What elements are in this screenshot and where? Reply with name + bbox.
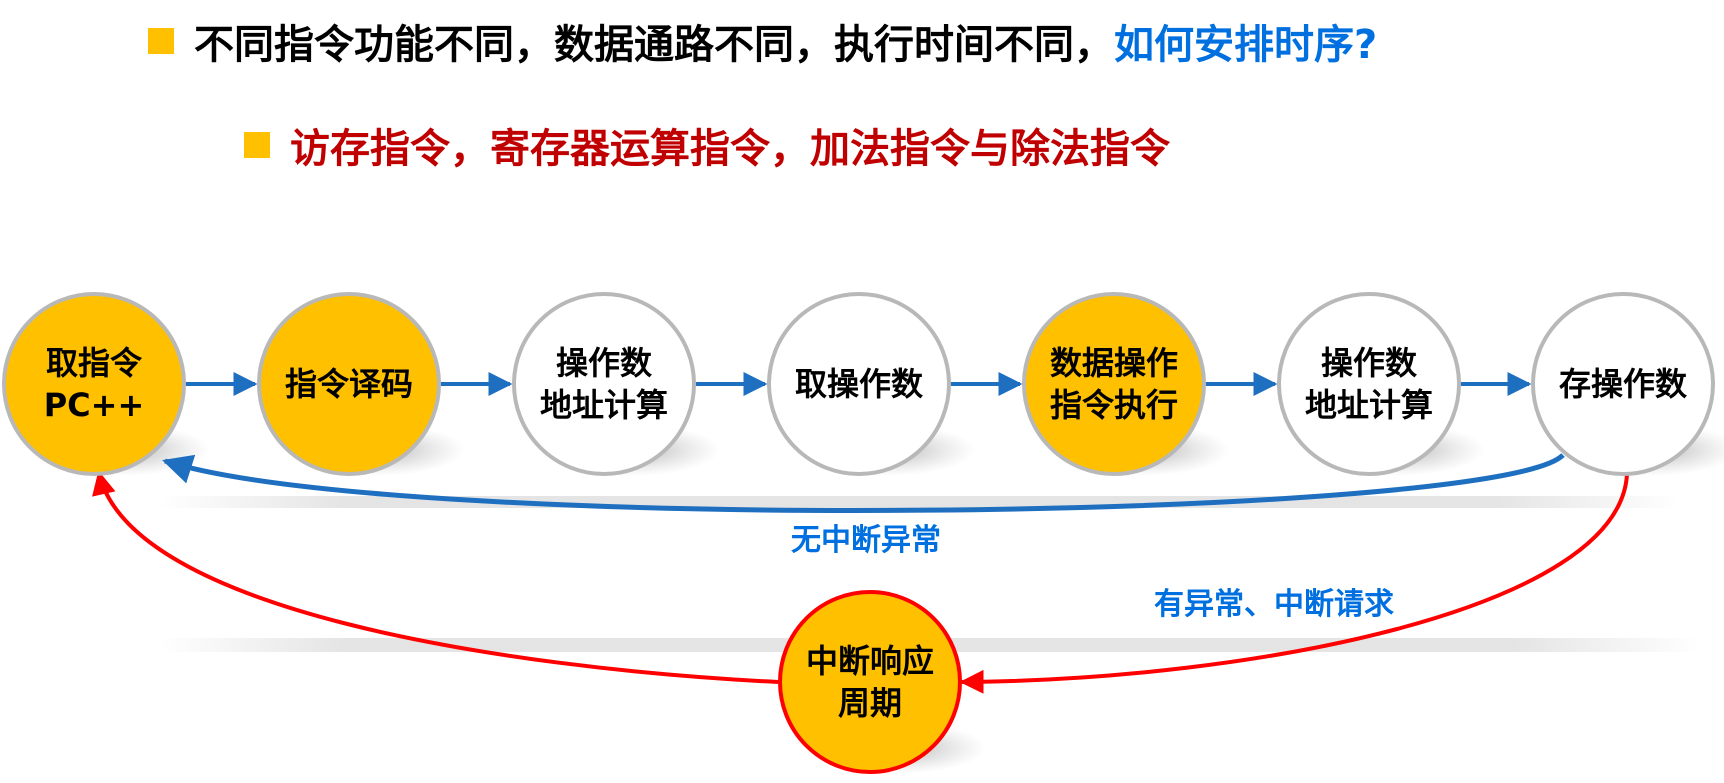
node-circle — [512, 292, 696, 476]
node-label-line: 存操作数 — [1559, 365, 1688, 403]
node-label-line: 操作数 — [1321, 344, 1418, 382]
heading-line-1: 不同指令功能不同，数据通路不同，执行时间不同，如何安排时序? — [148, 12, 1377, 70]
node-label-line: 数据操作 — [1050, 344, 1178, 382]
node-circle — [1022, 292, 1206, 476]
node-label-line: 地址计算 — [540, 386, 668, 424]
heading-line-2-text: 访存指令，寄存器运算指令，加法指令与除法指令 — [290, 126, 1170, 172]
node-label-line: 地址计算 — [1305, 386, 1433, 424]
interrupt-request-arrow — [959, 473, 1629, 694]
node-decode: 指令译码 — [257, 292, 441, 476]
heading-line-1-highlight: 如何安排时序? — [1114, 22, 1378, 68]
heading-line-2: 访存指令，寄存器运算指令，加法指令与除法指令 — [244, 116, 1170, 174]
interrupt-request-label: 有异常、中断请求 — [1154, 587, 1394, 622]
bullet-square-icon — [244, 132, 270, 158]
node-circle — [257, 292, 441, 476]
heading-line-1-text: 不同指令功能不同，数据通路不同，执行时间不同， — [194, 22, 1114, 68]
no-interrupt-label: 无中断异常 — [791, 523, 941, 558]
node-label-line: 操作数 — [556, 344, 653, 382]
node-store: 存操作数 — [1531, 292, 1715, 476]
no-interrupt-return-arrow — [162, 453, 1565, 513]
node-fetch: 取指令 PC++ — [2, 292, 186, 476]
node-fetch-operand: 取操作数 — [767, 292, 951, 476]
node-circle — [2, 292, 186, 476]
node-circle — [778, 590, 962, 774]
node-circle — [1531, 292, 1715, 476]
node-circle — [1277, 292, 1461, 476]
node-circle — [767, 292, 951, 476]
floor-shadow-upper — [160, 496, 1680, 508]
node-label-line: 周期 — [838, 684, 902, 722]
node-label-line: PC++ — [44, 386, 145, 424]
node-label-line: 指令译码 — [285, 365, 413, 403]
node-label-line: 指令执行 — [1050, 386, 1178, 424]
node-label-line: 取操作数 — [795, 365, 924, 403]
interrupt-return-arrow — [92, 470, 779, 684]
node-label-line: 中断响应 — [806, 642, 934, 680]
bullet-square-icon — [148, 28, 174, 54]
node-label-line: 取指令 — [46, 344, 143, 382]
